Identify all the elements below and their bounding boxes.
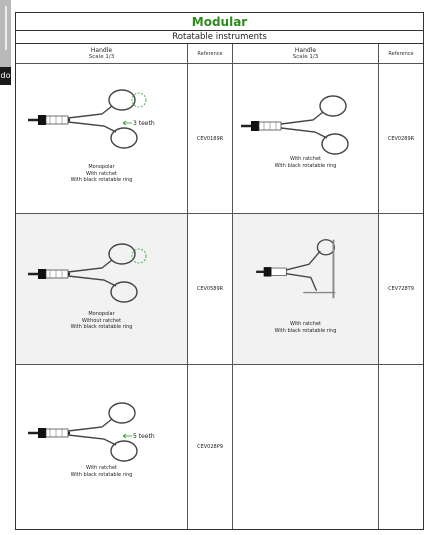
empty-reference-cell	[379, 365, 423, 529]
reference-code: CEV0589R	[188, 214, 233, 365]
sidebar: do	[0, 0, 11, 535]
instrument-caption: With ratchet With black rotatable ring	[233, 321, 378, 334]
scale-label: Scale 1/3	[292, 54, 319, 60]
caption-line: Monopolar	[88, 311, 115, 317]
handle-header-label: Handle	[294, 47, 317, 54]
instrument-illustration	[256, 239, 336, 299]
instrument-cell-5: 5 teeth With ratchet With black rotatabl…	[16, 365, 188, 529]
instrument-grid: Handle Scale 1/3 Reference Handle Scale …	[16, 44, 423, 529]
instrument-cell-2: With ratchet With black rotatable ring	[233, 64, 379, 214]
instrument-illustration: 3 teeth	[28, 89, 155, 149]
instrument-illustration	[28, 243, 147, 303]
instrument-caption: With ratchet With black rotatable ring	[16, 465, 187, 478]
sidebar-strip	[0, 0, 11, 67]
teeth-count-label: 3 teeth	[133, 120, 155, 127]
page-subtitle: Rotatable instruments	[16, 31, 423, 44]
teeth-count-label: 5 teeth	[133, 433, 155, 440]
caption-line: With black rotatable ring	[274, 327, 337, 334]
instrument-cell-4: With ratchet With black rotatable ring	[233, 214, 379, 365]
empty-cell	[233, 365, 379, 529]
caption-line: With black rotatable ring	[70, 324, 133, 330]
reference-header-right: Reference	[379, 44, 423, 64]
instrument-illustration: 5 teeth	[28, 402, 155, 462]
reference-code: CEV728T9	[379, 214, 423, 365]
caption-line: With black rotatable ring	[70, 177, 133, 183]
caption-line: With black rotatable ring	[70, 471, 133, 478]
handle-header-label: Handle	[90, 47, 113, 54]
reference-code: CEV028P9	[188, 365, 233, 529]
reference-code: CEV0289R	[379, 64, 423, 214]
caption-line: Monopolar	[88, 164, 115, 170]
reference-code: CEV0189R	[188, 64, 233, 214]
instrument-caption: Monopolar With ratchet With black rotata…	[16, 164, 187, 184]
page-title: Modular	[16, 13, 423, 31]
scale-label: Scale 1/3	[88, 54, 115, 60]
sidebar-strip-line	[5, 6, 7, 50]
handle-header-left: Handle Scale 1/3	[16, 44, 188, 64]
catalog-table: Modular Rotatable instruments Handle Sca…	[15, 12, 424, 530]
caption-line: With ratchet	[86, 465, 117, 471]
caption-line: With black rotatable ring	[274, 162, 337, 169]
instrument-caption: Monopolar Without ratchet With black rot…	[16, 311, 187, 331]
handle-header-right: Handle Scale 1/3	[233, 44, 379, 64]
reference-header-left: Reference	[188, 44, 233, 64]
caption-line: Without ratchet	[81, 317, 122, 324]
instrument-illustration	[241, 95, 349, 155]
brand-logo: do	[0, 67, 11, 85]
caption-line: With ratchet	[290, 321, 321, 327]
caption-line: With ratchet	[290, 156, 321, 162]
instrument-cell-1: 3 teeth Monopolar With ratchet With blac…	[16, 64, 188, 214]
instrument-caption: With ratchet With black rotatable ring	[233, 156, 378, 169]
caption-line: With ratchet	[86, 170, 117, 177]
instrument-cell-3: Monopolar Without ratchet With black rot…	[16, 214, 188, 365]
